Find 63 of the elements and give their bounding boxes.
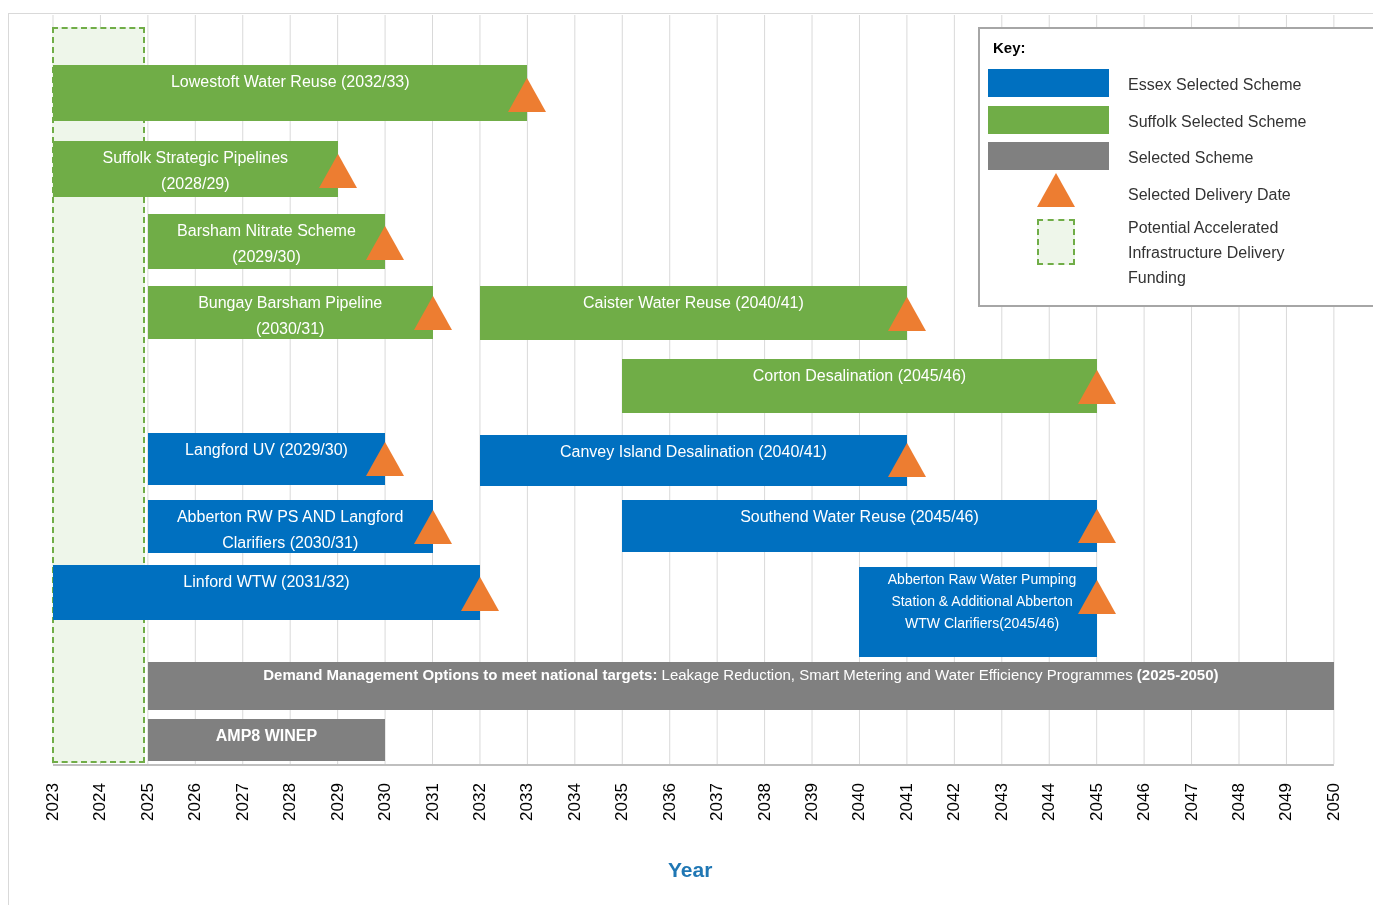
scheme-bar [859,567,1097,657]
year-tick-label: 2029 [327,783,348,821]
year-tick-label: 2043 [991,783,1012,821]
year-tick-label: 2046 [1134,783,1155,821]
scheme-label: Corton Desalination (2045/46) [752,366,967,386]
year-tick-label: 2028 [280,783,301,821]
year-tick-label: 2042 [944,783,965,821]
scheme-bar [147,719,386,761]
legend-text: Potential Accelerated Infrastructure Delivery Funding [1128,218,1286,288]
year-tick-label: 2045 [1086,783,1107,821]
year-tick-label: 2032 [469,783,490,821]
legend-text: Essex Selected Scheme [1128,75,1303,95]
scheme-label: Abberton RW PS AND Langford Clarifiers (2030/31) [175,507,405,553]
year-tick-label: 2030 [375,783,396,821]
scheme-label: Bungay Barsham Pipeline (2030/31) [197,293,384,339]
year-tick-label: 2044 [1039,783,1060,821]
scheme-bar [147,433,386,485]
axis-title: Year [668,858,713,882]
scheme-label: Demand Management Options to meet national targets: Leakage Reduction, Smart Metering and Water Efficiency Programmes (2025-2050) [263,665,1219,685]
scheme-label: Canvey Island Desalination (2040/41) [560,442,827,462]
year-tick-label: 2039 [802,783,823,821]
year-tick-label: 2033 [517,783,538,821]
scheme-label: Southend Water Reuse (2045/46) [740,507,979,527]
year-tick-label: 2027 [232,783,253,821]
scheme-label: Lowestoft Water Reuse (2032/33) [170,72,410,92]
scheme-bar [147,286,433,339]
year-tick-label: 2024 [90,783,111,821]
scheme-label: AMP8 WINEP [215,726,318,746]
year-tick-label: 2031 [422,783,443,821]
legend-text: Suffolk Selected Scheme [1128,112,1308,132]
year-tick-label: 2037 [707,783,728,821]
year-tick-label: 2047 [1181,783,1202,821]
year-tick-label: 2036 [659,783,680,821]
scheme-label: Barsham Nitrate Scheme (2029/30) [176,221,357,267]
scheme-bar [147,662,1334,710]
scheme-bar [622,500,1097,552]
year-tick-label: 2034 [564,783,585,821]
legend-text: Selected Scheme [1128,148,1255,168]
scheme-bar [53,565,480,620]
year-tick-label: 2025 [137,783,158,821]
scheme-bar [479,435,907,486]
year-tick-label: 2050 [1323,783,1344,821]
scheme-label: Linford WTW (2031/32) [183,572,350,592]
year-tick-label: 2048 [1229,783,1249,821]
year-tick-label: 2041 [896,783,917,821]
year-tick-label: 2023 [43,783,63,821]
scheme-label: Suffolk Strategic Pipelines (2028/29) [101,148,290,194]
year-tick-label: 2040 [849,783,870,821]
scheme-bar [479,286,907,340]
year-tick-label: 2049 [1276,783,1297,821]
year-tick-label: 2026 [185,783,206,821]
scheme-bar [53,141,338,197]
legend-title: Key: [993,39,1026,56]
scheme-bar [622,359,1097,413]
scheme-label: Langford UV (2029/30) [185,440,348,460]
scheme-bar [147,500,433,553]
scheme-bar [147,214,386,269]
scheme-label: Abberton Raw Water Pumping Station & Additional Abberton WTW Clarifiers(2045/46) [887,570,1078,633]
year-tick-label: 2035 [612,783,633,821]
legend-text: Selected Delivery Date [1128,185,1292,205]
year-tick-label: 2038 [754,783,775,821]
scheme-label: Caister Water Reuse (2040/41) [583,293,804,313]
scheme-bar [53,65,528,121]
